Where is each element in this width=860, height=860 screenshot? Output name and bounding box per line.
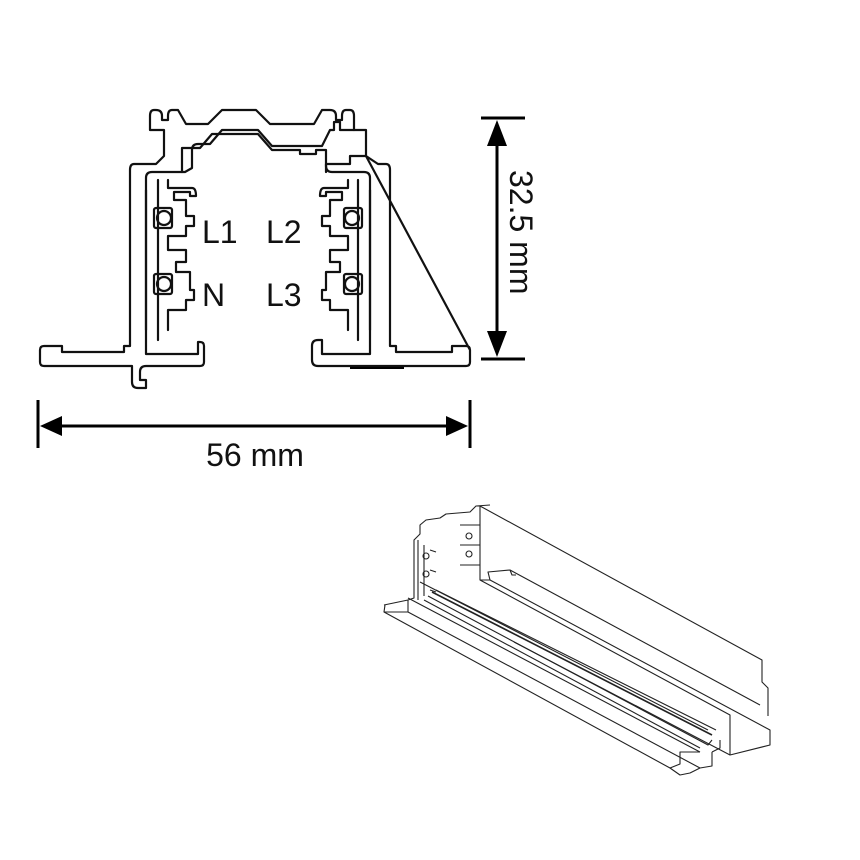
cross-section-profile: L1 L2 N L3: [38, 108, 472, 390]
height-dimension-label: 32.5 mm: [503, 170, 539, 294]
profile-inner-top: [180, 132, 328, 174]
left-conductor-channel: [144, 178, 198, 342]
profile-outer-outline: [38, 108, 356, 390]
isometric-track-view: [383, 504, 771, 776]
phase-label-n: N: [202, 277, 225, 313]
arrow-right-icon: [446, 416, 468, 436]
arrow-down-icon: [487, 331, 507, 357]
width-dimension-label: 56 mm: [206, 437, 304, 473]
right-conductor-channel: [318, 178, 372, 342]
width-dimension: 56 mm: [36, 400, 472, 473]
arrow-left-icon: [40, 416, 62, 436]
phase-label-l3: L3: [266, 277, 302, 313]
phase-label-l2: L2: [266, 214, 302, 250]
profile-right-outline: [310, 128, 472, 368]
arrow-up-icon: [487, 120, 507, 146]
phase-label-l1: L1: [202, 214, 238, 250]
height-dimension: 32.5 mm: [481, 116, 539, 361]
